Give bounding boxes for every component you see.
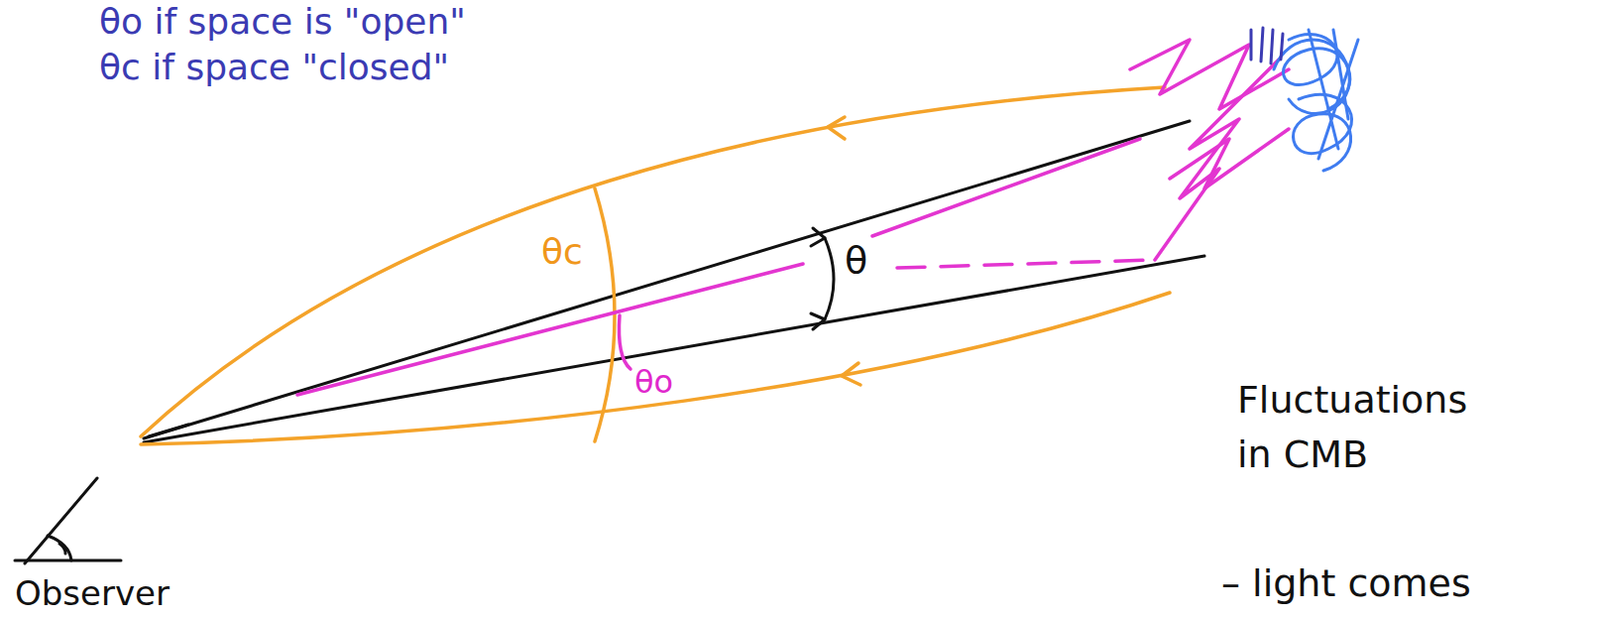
cmb-fluctuation-scribble (1251, 27, 1283, 64)
theta-arc (810, 228, 834, 330)
note-text: – light comes (1221, 561, 1472, 607)
eye-symbol (14, 477, 121, 564)
orange-light-paths (140, 87, 1170, 445)
note-text: Fluctuations in CMB (1237, 372, 1468, 482)
angle-label: θ (844, 237, 868, 284)
angle-label: θc (541, 229, 583, 273)
observer-label: Observer (14, 572, 170, 614)
sight-lines (143, 120, 1205, 443)
cmb-fluctuation-scribble (1273, 29, 1359, 171)
pink-light-paths (297, 39, 1289, 395)
note-text: θo if space is "open" (99, 0, 466, 43)
angle-label: θo (634, 362, 674, 401)
note-text: θc if space "closed" (99, 45, 450, 89)
